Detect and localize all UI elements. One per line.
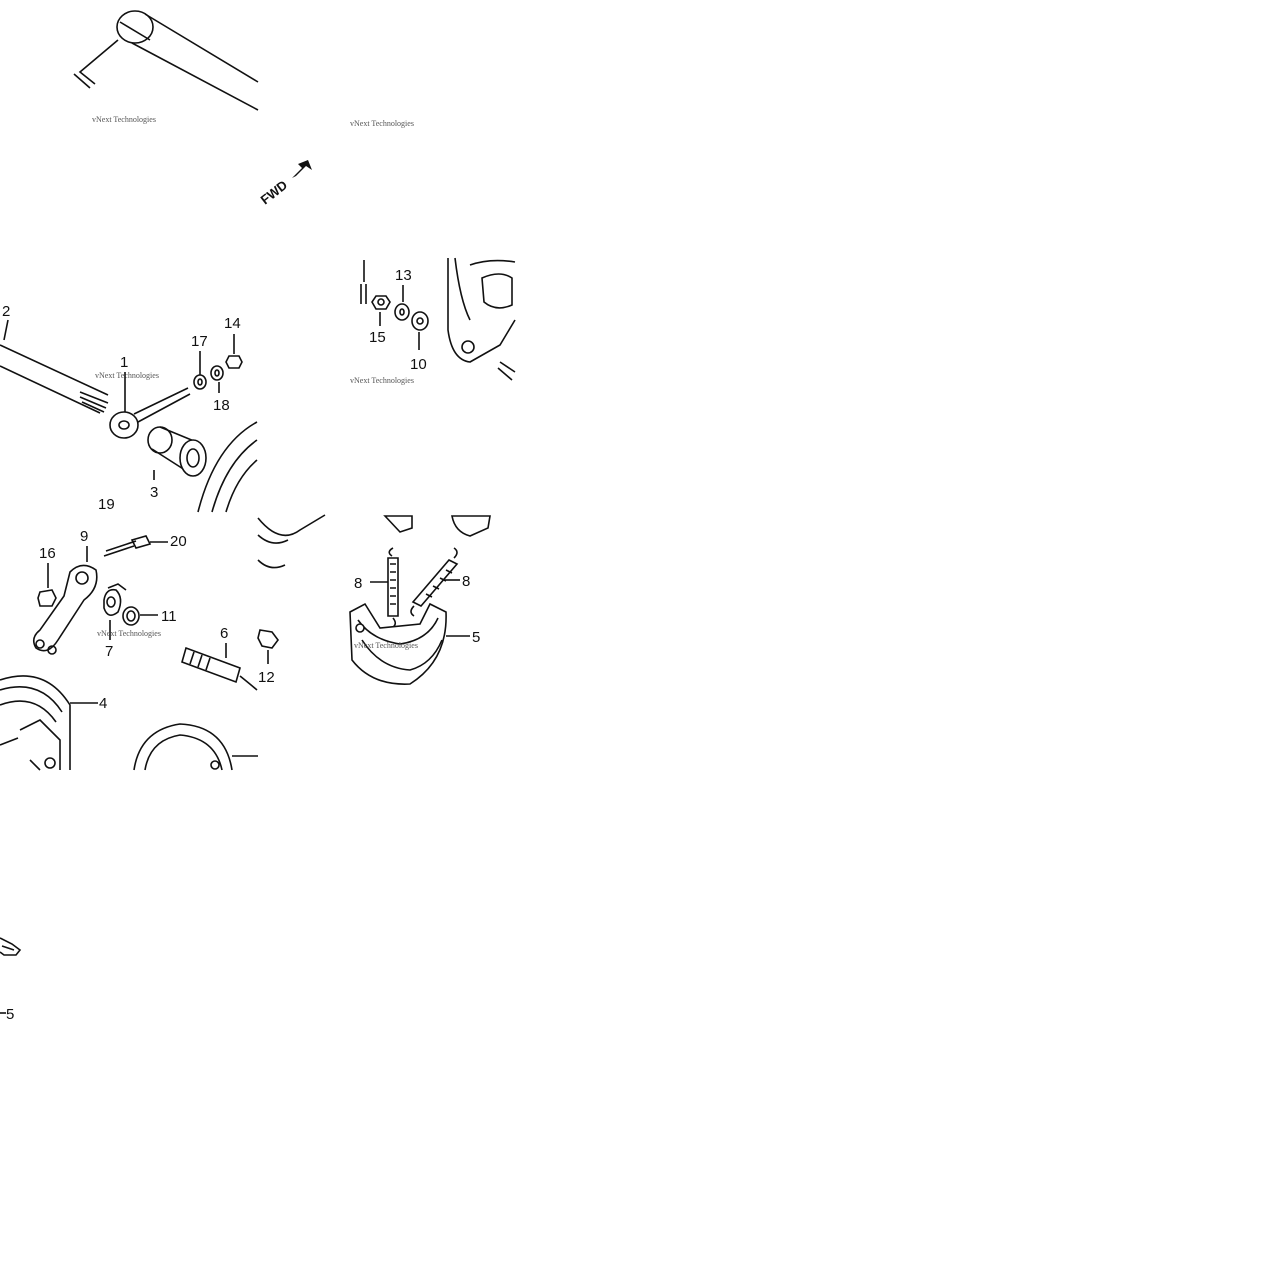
callout-5-fragment: 5: [6, 1006, 14, 1023]
callout-9: 9: [80, 528, 88, 545]
watermark: vNext Technologies: [350, 376, 414, 385]
callout-17: 17: [191, 333, 208, 350]
adjuster-nut: [225, 355, 243, 369]
flange-nut: [37, 589, 57, 607]
callout-15: 15: [369, 329, 386, 346]
watermark: vNext Technologies: [350, 119, 414, 128]
washer: [193, 374, 207, 390]
brake-drum-edge: [197, 421, 258, 513]
axle-rod-with-hex-end: [73, 10, 259, 111]
forward-arrow-icon: [292, 160, 312, 178]
brake-panel: [447, 257, 516, 381]
distance-collar: [147, 426, 207, 477]
watermark: vNext Technologies: [95, 371, 159, 380]
callout-8: 8: [354, 575, 362, 592]
callout-14: 14: [224, 315, 241, 332]
shoe-fragment: [0, 937, 22, 956]
callout-2: 2: [2, 303, 10, 320]
brake-cam: [181, 646, 258, 691]
callout-20: 20: [170, 533, 187, 550]
castle-nut: [371, 295, 391, 310]
callout-8: 8: [462, 573, 470, 590]
adjuster-bolt: [109, 387, 191, 439]
callout-16: 16: [39, 545, 56, 562]
watermark: vNext Technologies: [97, 629, 161, 638]
return-spring: [410, 547, 459, 617]
lock-washer: [210, 365, 224, 381]
callout-6: 6: [220, 625, 228, 642]
watermark: vNext Technologies: [92, 115, 156, 124]
arm-bolt: [103, 535, 168, 557]
washer: [394, 303, 410, 321]
return-spring: [387, 547, 399, 629]
callout-13: 13: [395, 267, 412, 284]
brake-arm: [32, 564, 98, 655]
rear-wheel-hub: [133, 723, 258, 771]
fwd-label: FWD: [258, 177, 291, 207]
callout-3: 3: [150, 484, 158, 501]
callout-7: 7: [105, 643, 113, 660]
callout-12: 12: [258, 669, 275, 686]
callout-1: 1: [120, 354, 128, 371]
washer: [411, 311, 429, 331]
dust-seal: [122, 606, 140, 626]
callout-10: 10: [410, 356, 427, 373]
cotter-pin: [360, 260, 367, 304]
callout-19: 19: [98, 496, 115, 513]
rear-axle: [0, 344, 109, 414]
hex-bolt: [257, 629, 279, 649]
callout-5: 5: [472, 629, 480, 646]
brake-panel-assembly: [0, 675, 71, 771]
brake-shoe: [349, 602, 447, 685]
callout-11: 11: [161, 608, 177, 625]
watermark: vNext Technologies: [354, 641, 418, 650]
leader-line: [3, 319, 9, 341]
indicator-plate: [103, 583, 127, 616]
brake-panel-lugs: [257, 514, 491, 569]
callout-4: 4: [99, 695, 107, 712]
callout-18: 18: [213, 397, 230, 414]
